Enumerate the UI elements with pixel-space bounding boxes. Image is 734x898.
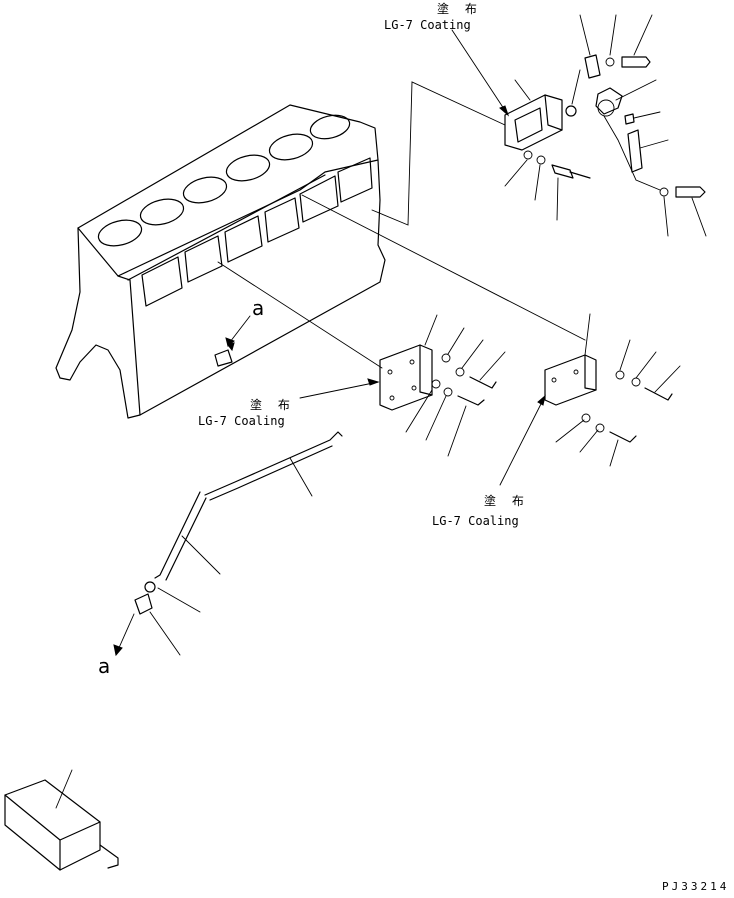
callout-2-en: LG-7 Coaling	[198, 414, 285, 428]
dipstick-guide	[134, 431, 343, 615]
side-cover-left	[217, 261, 497, 411]
callout-3-en: LG-7 Coaling	[432, 514, 519, 528]
upper-cover-assembly	[301, 54, 706, 341]
leader-lines	[55, 14, 707, 809]
cylinder-block	[55, 104, 386, 419]
level-gauge	[4, 779, 119, 871]
view-marker-a-top: a	[252, 296, 265, 320]
view-marker-a-bottom: a	[98, 654, 111, 678]
drawing-code: PJ33214	[662, 880, 730, 893]
callout-3-jp: 塗 布	[484, 494, 530, 508]
side-cover-right	[544, 354, 673, 443]
callout-2-jp: 塗 布	[250, 398, 296, 412]
callout-1-jp: 塗 布	[437, 2, 483, 16]
callout-1-en: LG-7 Coating	[384, 18, 471, 32]
